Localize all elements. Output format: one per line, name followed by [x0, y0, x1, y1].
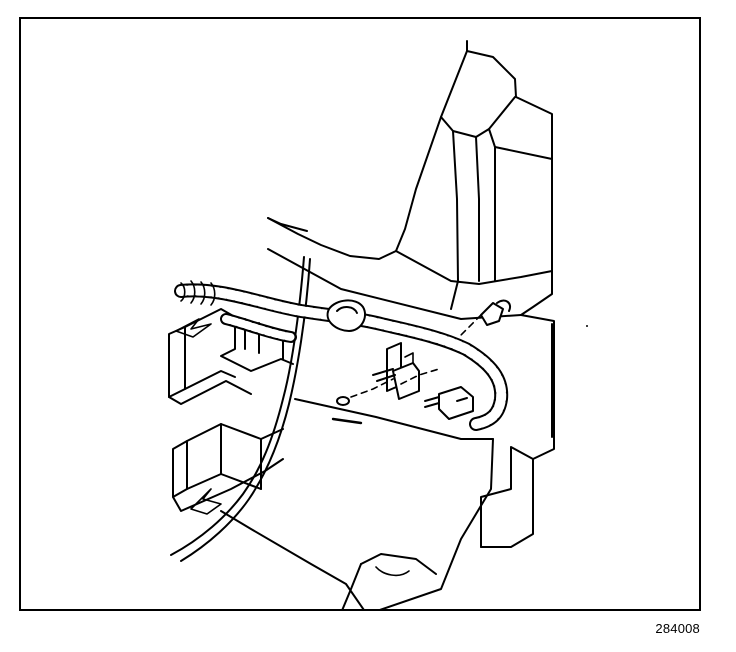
- wiring-harness-conduit: [174, 283, 509, 431]
- diagram-frame: [19, 17, 701, 611]
- mounting-stud: [458, 299, 511, 338]
- dot-mark: [586, 325, 588, 327]
- right-lower-panel: [480, 314, 555, 548]
- harness-connector-plug: [424, 386, 474, 420]
- figure-number: 284008: [655, 621, 700, 636]
- sill-bracket: [168, 308, 294, 515]
- pillar-structure: [267, 40, 553, 316]
- ground-hole-alignment: [331, 368, 440, 425]
- wiring-harness-illustration: [168, 40, 588, 609]
- connector-bracket: [372, 342, 420, 400]
- harness-left-end: [180, 280, 216, 306]
- harness-clip: [326, 299, 367, 332]
